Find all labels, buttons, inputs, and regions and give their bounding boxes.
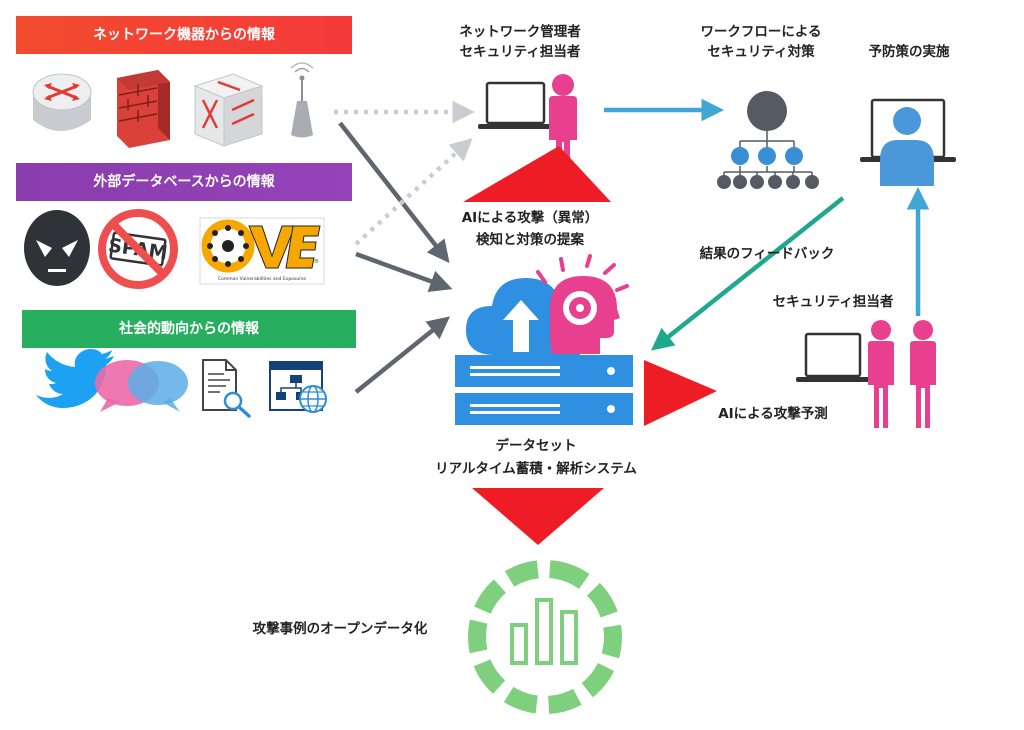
prediction-triangle <box>644 360 717 426</box>
website-sitemap-icon <box>269 361 327 413</box>
staff-person-1-icon <box>868 320 894 428</box>
router-icon <box>32 73 92 131</box>
workflow-label-line1: ワークフローによる <box>700 24 821 40</box>
feedback-label: 結果のフィードバック <box>700 245 835 262</box>
prevention-label: 予防策の実施 <box>869 43 950 60</box>
arrow-feedback <box>650 196 845 351</box>
arrow-db-to-admin-dotted <box>354 137 473 246</box>
cve-logo-icon: ® Common Vulnerabilities and Exposures <box>199 217 325 285</box>
arrow-network-to-system <box>338 121 450 264</box>
ai-predict-label: AIによる攻撃予測 <box>718 405 828 422</box>
workflow-label-line2: セキュリティ対策 <box>707 43 815 60</box>
social-title: 社会的動向からの情報 <box>118 320 260 337</box>
ai-detect-label-line2: 検知と対策の提案 <box>476 231 584 248</box>
open-data-label: 攻撃事例のオープンデータ化 <box>253 620 428 637</box>
open-data-triangle <box>472 488 604 545</box>
arrow-social-to-system <box>354 316 451 394</box>
admin-label-line1: ネットワーク管理者 <box>459 23 581 40</box>
security-staff-label: セキュリティ担当者 <box>773 293 894 310</box>
chat-bubbles-icon <box>95 360 188 412</box>
external-db-banner: 外部データベースからの情報 <box>16 163 352 201</box>
detection-triangle <box>463 146 611 202</box>
switch-icon <box>193 73 264 147</box>
workflow-hierarchy-icon <box>717 91 819 189</box>
arrow-db-to-system <box>355 251 453 292</box>
network-sources-title: ネットワーク機器からの情報 <box>93 26 276 43</box>
external-db-title: 外部データベースからの情報 <box>93 173 275 190</box>
server-rack-icon <box>455 355 633 425</box>
prevention-monitor-icon <box>860 98 956 186</box>
admin-label-line2: セキュリティ担当者 <box>460 43 581 60</box>
wireless-ap-icon <box>290 62 314 138</box>
input-arrows <box>334 100 475 394</box>
staff-person-2-icon <box>910 320 936 428</box>
hacker-mask-icon <box>24 210 90 286</box>
open-data-ring-icon <box>468 560 622 715</box>
dataset-label-line1: データセット <box>496 437 577 454</box>
cve-registered-mark: ® <box>314 258 319 265</box>
ai-head-gear-icon <box>536 254 629 354</box>
staff-laptop-icon <box>796 332 870 382</box>
ai-detect-label-line1: AIによる攻撃（異常） <box>462 209 599 226</box>
document-search-icon <box>202 359 251 418</box>
social-banner: 社会的動向からの情報 <box>22 310 356 348</box>
cve-subtitle: Common Vulnerabilities and Exposures <box>218 276 307 282</box>
admin-laptop-icon <box>478 81 553 129</box>
network-sources-banner: ネットワーク機器からの情報 <box>16 16 352 54</box>
twitter-icon <box>36 349 114 408</box>
no-spam-icon: SPAM <box>98 209 178 289</box>
firewall-icon <box>117 70 170 148</box>
dataset-label-line2: リアルタイム蓄積・解析システム <box>435 460 637 477</box>
